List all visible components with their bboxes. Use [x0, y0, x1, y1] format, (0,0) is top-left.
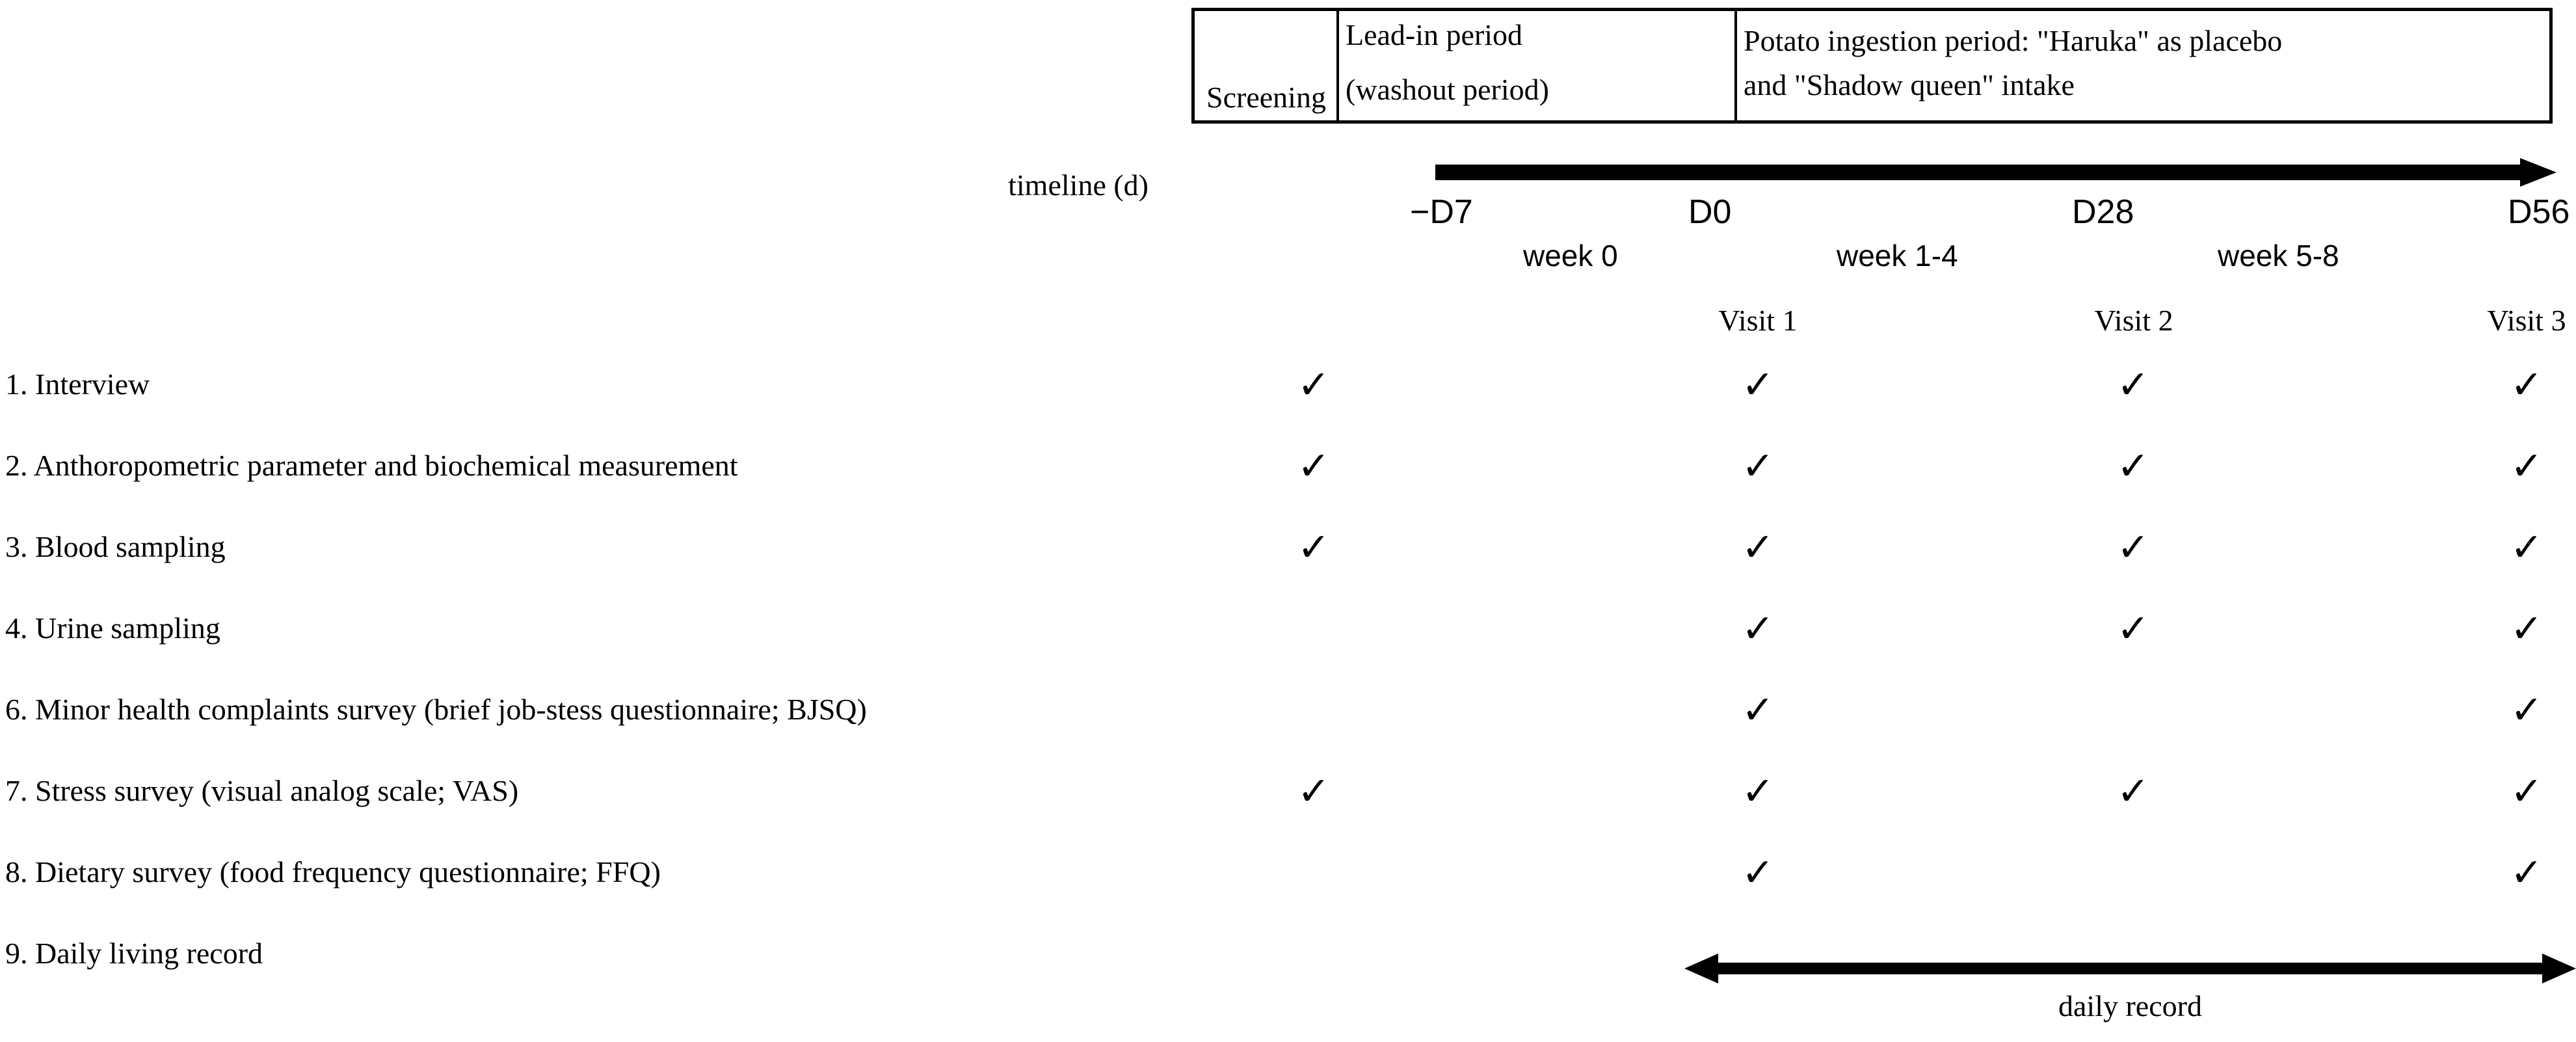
- check-interview-visit-2: ✓: [2116, 362, 2150, 408]
- check-anthropometric-biochemical-screening: ✓: [1297, 444, 1331, 489]
- day-label-d0: D0: [1688, 193, 1732, 231]
- check-urine-sampling-visit-3: ✓: [2510, 606, 2543, 652]
- period-cell-potato-ingestion: Potato ingestion period: "Haruka" as pla…: [1734, 11, 2549, 120]
- visit-label-visit-3: Visit 3: [2487, 304, 2566, 337]
- assessment-row-label-anthropometric-biochemical: 2. Anthoropometric parameter and biochem…: [5, 449, 738, 482]
- day-label-d56: D56: [2508, 193, 2570, 231]
- check-stress-survey-vas-visit-2: ✓: [2116, 769, 2150, 814]
- visit-label-visit-1: Visit 1: [1718, 304, 1798, 337]
- week-label-week-0: week 0: [1523, 239, 1618, 273]
- assessment-row-label-urine-sampling: 4. Urine sampling: [5, 611, 220, 645]
- period-label-lead-in-line2: (washout period): [1346, 73, 1549, 106]
- check-interview-visit-1: ✓: [1741, 362, 1775, 408]
- check-urine-sampling-visit-2: ✓: [2116, 606, 2150, 652]
- week-label-week-1-4: week 1-4: [1837, 239, 1958, 273]
- check-minor-health-complaints-bjsq-visit-1: ✓: [1741, 688, 1775, 733]
- check-interview-visit-3: ✓: [2510, 362, 2543, 408]
- check-stress-survey-vas-screening: ✓: [1297, 769, 1331, 814]
- assessment-row-label-stress-survey-vas: 7. Stress survey (visual analog scale; V…: [5, 774, 519, 807]
- period-label-potato-line1: Potato ingestion period: "Haruka" as pla…: [1744, 23, 2283, 57]
- period-label-screening: Screening: [1206, 80, 1326, 114]
- check-anthropometric-biochemical-visit-2: ✓: [2116, 444, 2150, 489]
- period-cell-lead-in: Lead-in period (washout period): [1336, 11, 1734, 120]
- assessment-row-label-blood-sampling: 3. Blood sampling: [5, 530, 226, 563]
- timeline-axis-label: timeline (d): [1008, 168, 1149, 202]
- week-label-week-5-8: week 5-8: [2218, 239, 2339, 273]
- day-label-d-minus-7: −D7: [1410, 193, 1473, 231]
- check-interview-screening: ✓: [1297, 362, 1331, 408]
- check-blood-sampling-visit-3: ✓: [2510, 525, 2543, 570]
- check-anthropometric-biochemical-visit-1: ✓: [1741, 444, 1775, 489]
- daily-record-label: daily record: [2058, 989, 2202, 1022]
- check-blood-sampling-screening: ✓: [1297, 525, 1331, 570]
- timeline-arrow-icon: [1435, 158, 2556, 188]
- period-label-potato-line2: and "Shadow queen" intake: [1744, 68, 2075, 101]
- check-stress-survey-vas-visit-3: ✓: [2510, 769, 2543, 814]
- day-label-d28: D28: [2072, 193, 2134, 231]
- assessment-row-label-daily-living-record: 9. Daily living record: [5, 937, 263, 970]
- period-label-lead-in-line1: Lead-in period: [1346, 18, 1523, 51]
- assessment-row-label-minor-health-complaints-bjsq: 6. Minor health complaints survey (brief…: [5, 693, 867, 726]
- check-minor-health-complaints-bjsq-visit-3: ✓: [2510, 688, 2543, 733]
- check-dietary-survey-ffq-visit-1: ✓: [1741, 850, 1775, 896]
- assessment-row-label-dietary-survey-ffq: 8. Dietary survey (food frequency questi…: [5, 855, 661, 888]
- period-cell-screening: Screening: [1195, 11, 1336, 120]
- check-anthropometric-biochemical-visit-3: ✓: [2510, 444, 2543, 489]
- daily-record-double-arrow-icon: [1684, 951, 2576, 986]
- check-blood-sampling-visit-2: ✓: [2116, 525, 2150, 570]
- visit-label-visit-2: Visit 2: [2094, 304, 2173, 337]
- assessment-row-label-interview: 1. Interview: [5, 367, 150, 401]
- check-urine-sampling-visit-1: ✓: [1741, 606, 1775, 652]
- check-blood-sampling-visit-1: ✓: [1741, 525, 1775, 570]
- check-dietary-survey-ffq-visit-3: ✓: [2510, 850, 2543, 896]
- check-stress-survey-vas-visit-1: ✓: [1741, 769, 1775, 814]
- study-period-box: Screening Lead-in period (washout period…: [1191, 8, 2553, 124]
